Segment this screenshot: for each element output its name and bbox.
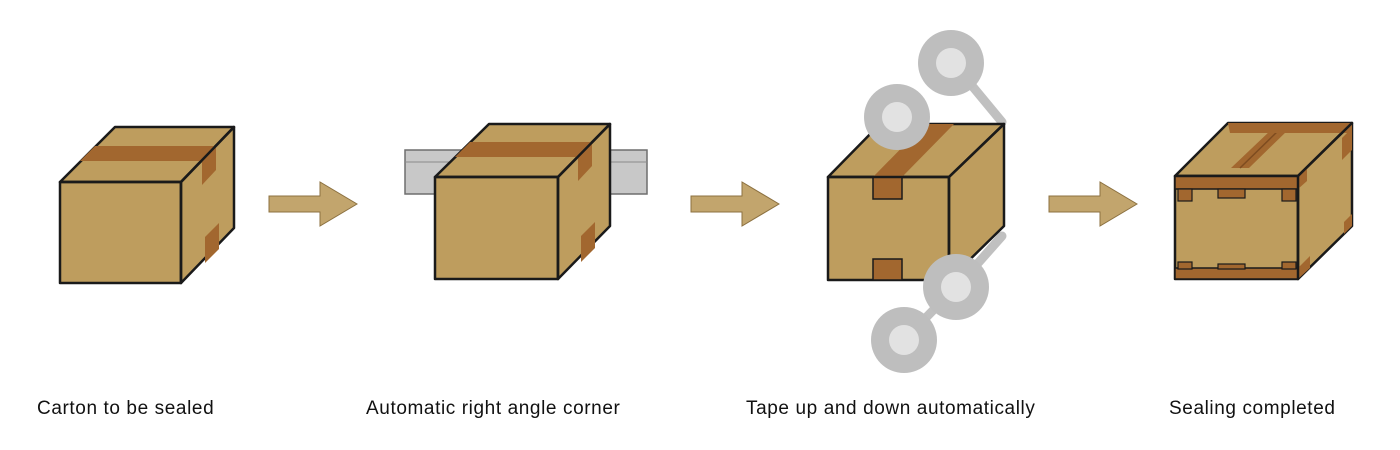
tape-flap <box>202 146 216 185</box>
box-front-face <box>58 180 183 285</box>
tape-strip <box>80 146 216 161</box>
tape-strip <box>873 124 954 177</box>
tape-edge-top <box>1174 175 1299 190</box>
tape-flap <box>872 176 903 200</box>
arrow-right-icon <box>268 181 358 227</box>
step-caption-tape-up-and-down: Tape up and down automatically <box>746 398 1036 419</box>
tape-edge-corner <box>1298 256 1310 279</box>
tape-edge-corner <box>1344 214 1352 234</box>
carton-sealed <box>1173 121 1354 281</box>
tape-edge-corner <box>1298 168 1307 189</box>
tape-roller-top-front <box>864 84 930 150</box>
carton-taping <box>826 30 1007 373</box>
arrow-right-icon <box>1048 181 1138 227</box>
step-caption-sealing-completed: Sealing completed <box>1169 398 1336 419</box>
step-caption-carton-to-be-sealed: Carton to be sealed <box>37 398 215 419</box>
arrow-right-icon <box>690 181 780 227</box>
tape-roller-top-rear <box>918 30 984 96</box>
box-front-face <box>433 175 560 281</box>
tape-flap <box>578 142 592 181</box>
tape-roller-bottom-rear <box>923 254 989 320</box>
tape-flap <box>581 222 595 262</box>
carton-with-guide-rails <box>404 122 648 281</box>
tape-edge-bottom <box>1174 267 1299 280</box>
tape-flap <box>205 223 219 263</box>
tape-edge-corner <box>1342 128 1352 160</box>
tape-strip <box>455 142 592 157</box>
carton-unsealed <box>58 125 236 285</box>
step-caption-right-angle-corner: Automatic right angle corner <box>366 398 621 419</box>
tape-roller-bottom-front <box>871 307 937 373</box>
tape-flap <box>872 258 903 281</box>
tape-edge-rear <box>1228 123 1352 133</box>
